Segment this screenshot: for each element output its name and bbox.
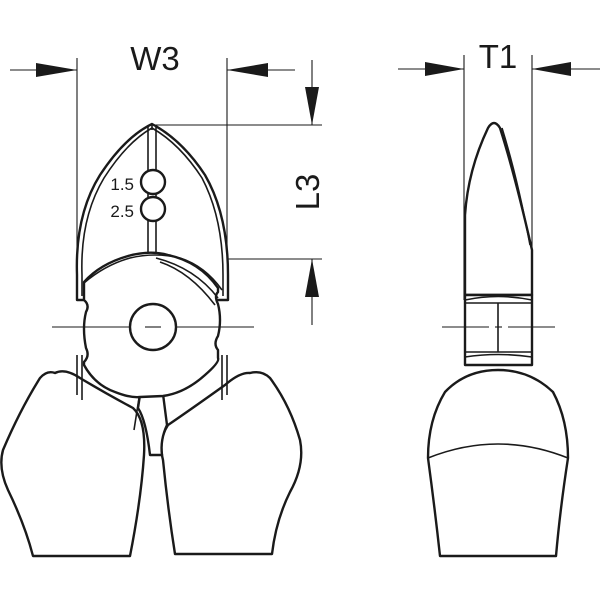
arrow-right-icon <box>425 62 464 76</box>
crimp-hole-2: 2.5 <box>110 195 167 223</box>
handle-tang <box>136 392 169 457</box>
jaw-crescent-upper <box>83 254 223 291</box>
side-view <box>426 121 570 558</box>
hole-circle <box>139 195 167 223</box>
hole-label: 1.5 <box>110 175 134 194</box>
arrow-up-icon <box>305 259 319 297</box>
front-view: 1.5 2.5 <box>0 122 303 558</box>
l3-label: L3 <box>289 174 326 211</box>
right-handle <box>160 370 303 556</box>
dimension-w3: W3 <box>10 40 295 300</box>
arrow-down-icon <box>305 87 319 125</box>
side-joint-top-arc <box>464 295 533 301</box>
arrow-right-icon <box>36 63 77 77</box>
t1-label: T1 <box>479 38 518 75</box>
dimension-t1: T1 <box>398 38 600 300</box>
crimp-hole-1: 1.5 <box>110 168 167 196</box>
side-handle-grip-line <box>427 443 569 459</box>
side-joint-bottom-arc <box>464 353 533 358</box>
left-handle <box>0 370 146 558</box>
arrow-left-icon <box>532 62 571 76</box>
side-handle <box>426 368 570 558</box>
side-blade <box>463 121 534 297</box>
cutting-edge-arc-inner <box>159 261 216 306</box>
w3-label: W3 <box>130 40 180 77</box>
arrow-left-icon <box>227 63 268 77</box>
hole-label: 2.5 <box>110 202 134 221</box>
cutting-edge-arc <box>155 257 219 299</box>
side-blade-bevel <box>501 127 531 246</box>
hole-circle <box>139 168 167 196</box>
tang-edge <box>133 397 140 431</box>
